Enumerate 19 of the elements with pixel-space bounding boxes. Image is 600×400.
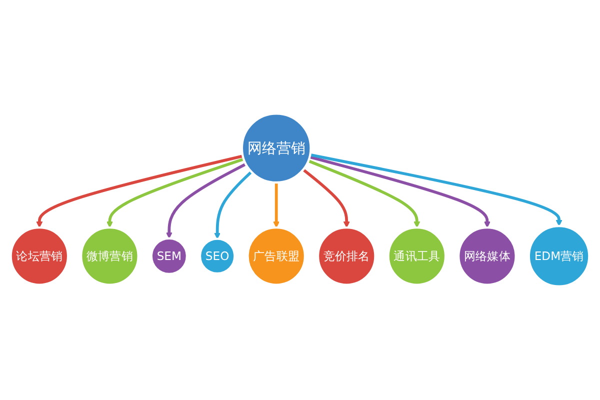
node-circle: 微博营销 — [80, 226, 140, 286]
arrow — [309, 156, 490, 228]
arrow — [36, 154, 244, 228]
node-circle: 通讯工具 — [387, 226, 447, 286]
node-circle: 广告联盟 — [246, 226, 306, 286]
arrow — [214, 170, 252, 240]
arrow — [310, 153, 562, 226]
arrow — [273, 182, 280, 228]
node-circle: 竞价排名 — [316, 226, 376, 286]
node-circle: SEO — [198, 238, 236, 275]
node-circle: SEM — [150, 237, 188, 276]
node-circle: 网络营销 — [240, 112, 312, 184]
node-circle: 论坛营销 — [10, 226, 70, 286]
arrow — [166, 162, 247, 239]
arrow — [302, 168, 350, 228]
arrow — [308, 160, 420, 228]
arrow — [106, 158, 244, 228]
node-circle: 网络媒体 — [458, 226, 517, 286]
node-circle: EDM营销 — [528, 224, 590, 288]
